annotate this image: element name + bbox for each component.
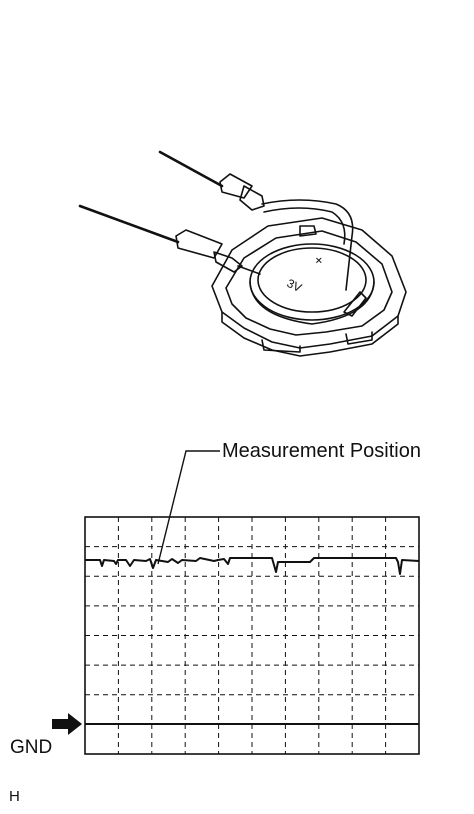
probe-wire-upper [158,150,224,188]
coin-battery-side [249,281,375,325]
gnd-arrow-icon [52,713,82,735]
probe-lower [175,229,223,259]
measurement-leader-line [157,450,220,565]
housing-rim [225,230,393,336]
scope-grid [85,517,419,754]
figure-code-label: H [9,788,20,805]
scope-frame [84,516,420,755]
battery-voltage-marking: 3V [285,276,304,295]
gnd-label: GND [10,737,53,758]
probe-wire-lower [78,204,180,244]
probe-upper [219,173,253,199]
battery-clip [343,291,367,317]
probe-lead-upper [261,199,354,291]
housing-base [221,311,399,357]
signal-trace [85,557,420,575]
measurement-position-label: Measurement Position [222,440,421,462]
